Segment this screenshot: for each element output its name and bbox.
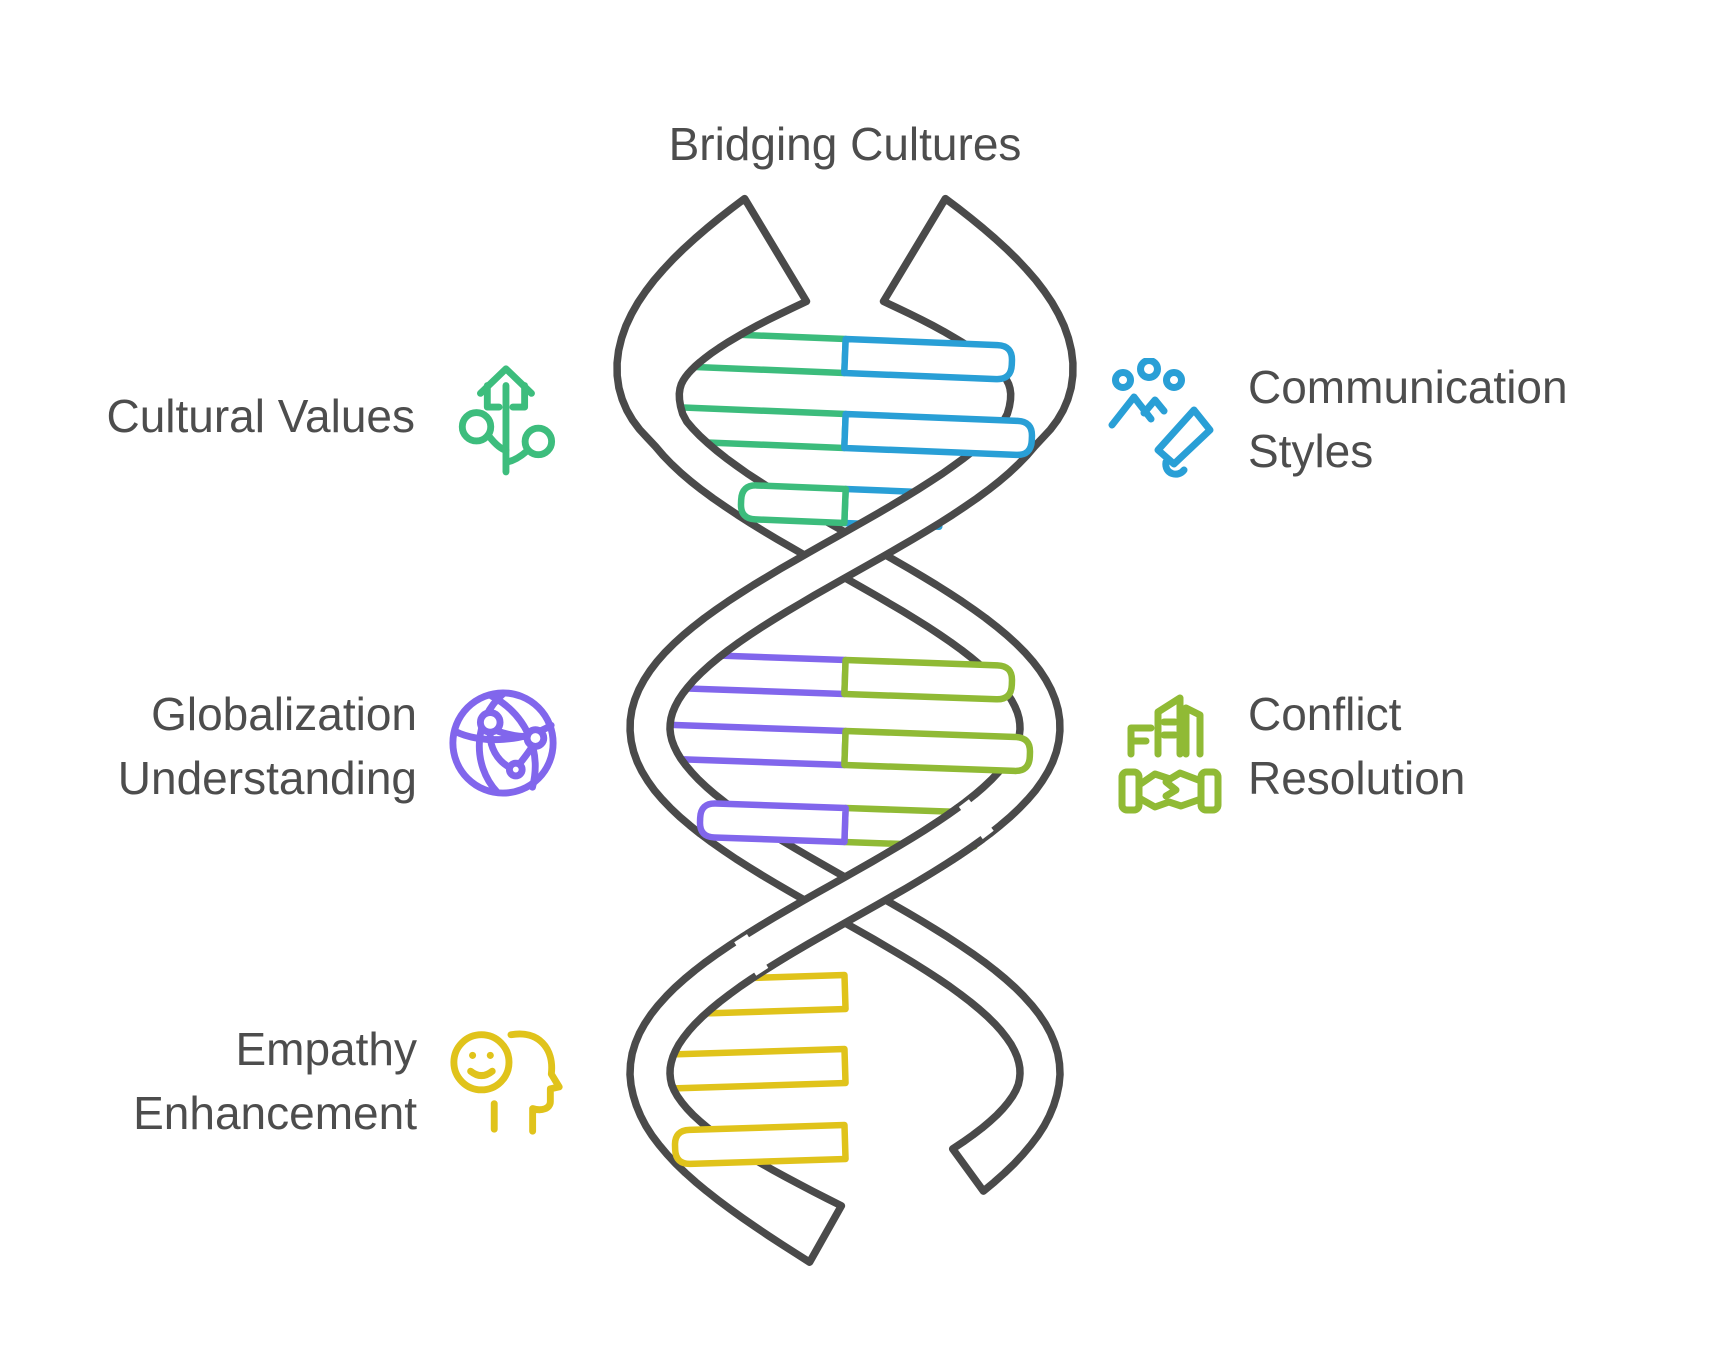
label-globalization-understanding: Globalization Understanding (117, 688, 417, 804)
page-title: Bridging Cultures (668, 118, 1022, 170)
helix-rung (737, 482, 849, 527)
label-communication-styles: Communication Styles (1248, 361, 1568, 477)
growth-house-icon (450, 350, 558, 476)
helix-rung (841, 656, 1016, 703)
helix-rung (841, 727, 1034, 775)
people-megaphone-icon (1106, 358, 1230, 482)
helix-rung (696, 800, 849, 846)
helix-weave-fill (734, 799, 994, 976)
helix-rung (695, 971, 849, 1017)
helix-rung (841, 410, 1036, 459)
helix-rung (646, 1045, 849, 1093)
helix-rung (652, 328, 849, 377)
helix-rung (671, 1121, 849, 1168)
helix-rung (841, 804, 979, 850)
helix-rung (841, 335, 1016, 383)
label-empathy-enhancement: Empathy Enhancement (133, 1023, 417, 1139)
label-conflict-resolution: Conflict Resolution (1248, 688, 1466, 804)
helix-rung (666, 403, 849, 452)
label-cultural-values: Cultural Values (106, 390, 415, 442)
network-globe-icon (446, 686, 560, 800)
smiley-head-profile-icon (446, 1024, 572, 1138)
helix-strand (613, 194, 1064, 1266)
helix-rung (666, 650, 849, 698)
helix-strand (626, 194, 1077, 1195)
helix-weave-edge (766, 836, 985, 972)
helix-weave-edge (745, 803, 962, 938)
helix-rung (649, 721, 849, 769)
buildings-handshake-icon (1118, 688, 1222, 816)
helix-rung (841, 485, 944, 531)
